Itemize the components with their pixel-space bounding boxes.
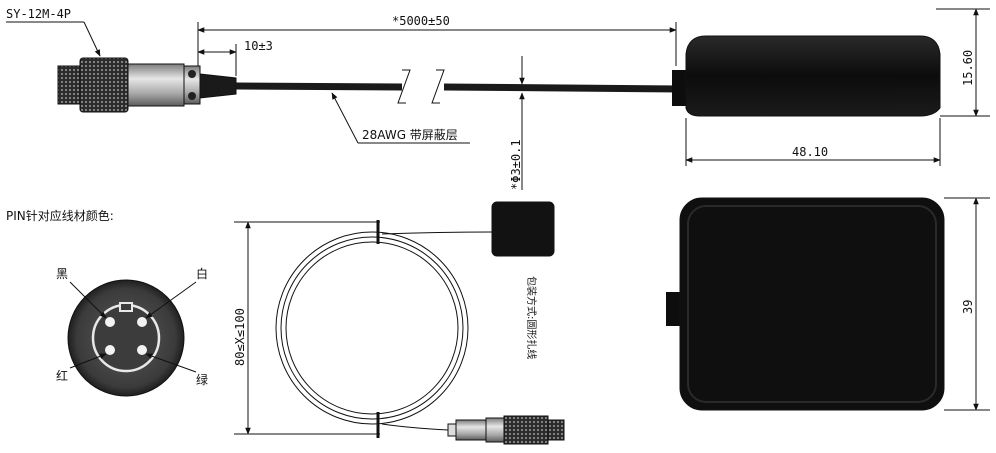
- pin-color-black: 黑: [56, 267, 68, 281]
- cable-left: [235, 82, 403, 91]
- coil-loop-mid: [280, 236, 464, 420]
- strip-length-dim: 10±3: [244, 39, 273, 53]
- break-mark-right: [431, 69, 445, 104]
- coil-diameter-dim: 80≤X≤100: [233, 308, 247, 366]
- coiled-cable: 80≤X≤100 包装方式:圆形扎线: [233, 201, 565, 445]
- pin-leader-white: [145, 281, 197, 319]
- connector-sleeve: [127, 63, 185, 107]
- pin-3: [105, 345, 115, 355]
- connector-boot: [199, 73, 237, 99]
- coil-loop-inner: [285, 241, 459, 415]
- packaging-note: 包装方式:圆形扎线: [525, 276, 538, 359]
- cable-length-dim: *5000±50: [392, 14, 450, 28]
- coil-lead-to-box: [381, 231, 493, 235]
- pin-section-title: PIN针对应线材颜色:: [6, 208, 114, 223]
- connector-thread: [57, 65, 81, 105]
- pin-color-green: 绿: [196, 372, 208, 387]
- pin-1: [105, 317, 115, 327]
- coil-loop-outer: [275, 231, 469, 425]
- break-mark-left: [397, 69, 411, 104]
- coil-connector-icon: [447, 415, 565, 445]
- box-side-body: [685, 35, 941, 117]
- pin-layout: PIN针对应线材颜色: 黑 白 红 绿: [6, 208, 208, 397]
- box-side: [672, 35, 941, 117]
- pin-key-notch: [119, 302, 133, 312]
- cable-right: [443, 83, 681, 93]
- cable-spec-label: 28AWG 带屏蔽层: [362, 128, 458, 142]
- box-top-body: [679, 197, 945, 411]
- box-width-dim: 48.10: [792, 145, 828, 159]
- connector-side: [57, 57, 237, 113]
- pin-color-white: 白: [196, 266, 208, 281]
- box-height-dim: 15.60: [961, 50, 975, 86]
- pin-leader-black: [69, 281, 107, 319]
- coil-box-icon: [491, 201, 555, 257]
- part-number-label: SY-12M-4P: [6, 7, 71, 21]
- box-depth-dim: 39: [961, 300, 975, 314]
- pin-2: [137, 317, 147, 327]
- box-top-view: 39: [666, 197, 990, 411]
- pin-color-red: 红: [56, 368, 68, 383]
- box-top-edge: [687, 205, 937, 403]
- box-top-stub: [666, 292, 682, 326]
- coil-lead-to-connector: [381, 423, 449, 431]
- side-view: SY-12M-4P *Φ3±0.1 28AWG 带屏蔽层: [6, 7, 990, 190]
- cable-spec-leader: [331, 92, 359, 144]
- pin-leader-green: [145, 353, 197, 373]
- cable-diameter-dim: *Φ3±0.1: [509, 139, 523, 190]
- connector-screw-bottom: [188, 92, 196, 100]
- part-number-leader: [83, 21, 101, 57]
- box-side-stub: [672, 70, 686, 106]
- connector-screw-top: [188, 70, 196, 78]
- connector-knurled-nut: [79, 57, 129, 113]
- pin-leader-red: [69, 353, 107, 369]
- pin-4: [137, 345, 147, 355]
